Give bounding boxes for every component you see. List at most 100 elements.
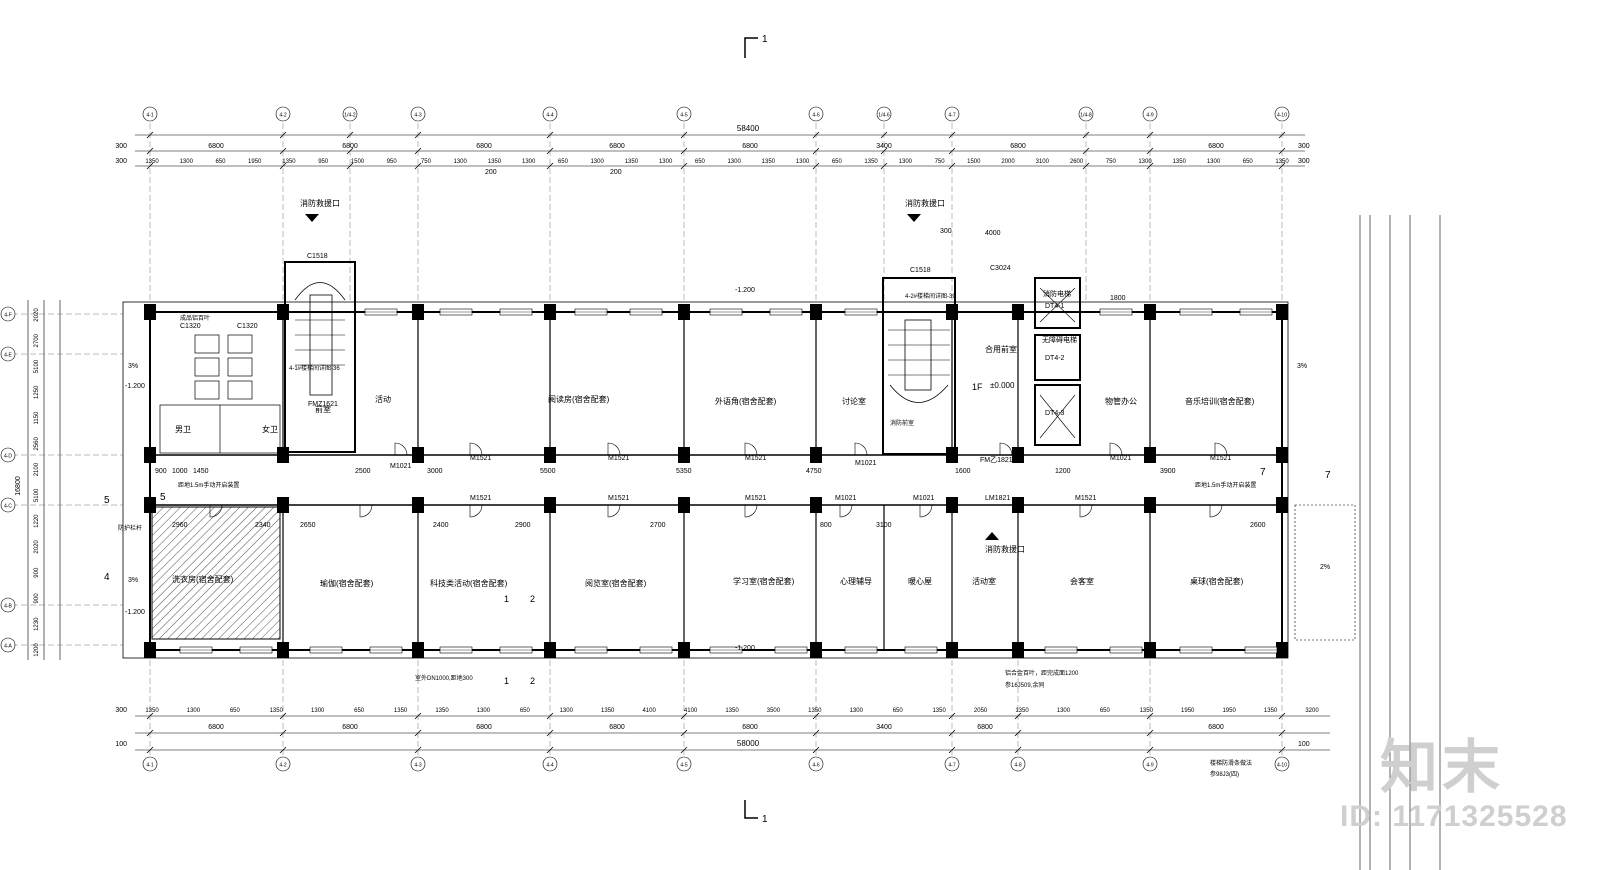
axis-bubble-label: 4-B <box>4 604 12 610</box>
label-fire-rescue-1: 消防救援口 <box>300 198 340 208</box>
label-window-c3024: C3024 <box>990 265 1011 272</box>
axis-bubble-circle <box>1010 756 1026 772</box>
dim-top-span: 6800 <box>476 143 492 150</box>
dim-top-sub: 1300 <box>454 159 468 165</box>
dim-left-row: 5100 <box>34 488 40 502</box>
room-study: 学习室(宿舍配套) <box>733 576 795 586</box>
dim-2700: 2700 <box>650 522 666 529</box>
door-swing <box>839 504 853 518</box>
axis-bubble-left: 4-F <box>0 306 16 322</box>
label-slope-a: 3% <box>128 363 138 370</box>
dim-bottom-sub: 1350 <box>270 708 284 714</box>
axis-bubble-bottom: 4-3 <box>410 756 426 772</box>
room-browse: 阅览室(宿舍配套) <box>585 578 647 588</box>
door-m1021-c: M1021 <box>835 495 857 502</box>
door-fmz1821: FM乙1821 <box>980 456 1013 464</box>
column <box>144 497 156 513</box>
label-fire-rescue-2: 消防救援口 <box>905 198 945 208</box>
dim-top-sub: 1300 <box>180 159 194 165</box>
dim-tick <box>279 162 287 170</box>
dim-tick <box>146 162 154 170</box>
dim-bottom-span: 6800 <box>1208 724 1224 731</box>
label-fire-elevator: 消防电梯 <box>1043 289 1071 298</box>
dim-3100: 3100 <box>876 522 892 529</box>
dim-bottom-sub: 1350 <box>601 708 615 714</box>
axis-bubble-circle <box>0 346 16 362</box>
axis-bubble-label: 4-5 <box>680 763 687 769</box>
dim-left-row: 1250 <box>34 385 40 399</box>
dim-total-bottom: 58000 <box>737 739 760 748</box>
fire-rescue-marker-3 <box>985 532 999 540</box>
room-meeting: 会客室 <box>1070 576 1094 586</box>
axis-bubble-bottom: 4-9 <box>1142 756 1158 772</box>
label-fire-rescue-3: 消防救援口 <box>985 544 1025 554</box>
axis-bubble-circle <box>808 106 824 122</box>
door-swing <box>607 504 621 518</box>
axis-bubble-label: 4-D <box>4 454 12 460</box>
dim-top-sub: 1300 <box>659 159 673 165</box>
label-level-bottom: -1.200 <box>735 645 755 652</box>
axis-bubble-circle <box>944 756 960 772</box>
dim-top-sub: 650 <box>695 159 706 165</box>
door-swing <box>854 442 868 456</box>
door-swing <box>919 504 933 518</box>
dim-left-row: 1230 <box>34 617 40 631</box>
axis-bubble-top: 1/4-8 <box>1078 106 1094 122</box>
column <box>1276 304 1288 320</box>
dim-bottom-sub: 4100 <box>642 708 656 714</box>
axis-bubble-bottom: 4-4 <box>542 756 558 772</box>
door-m1521-b: M1521 <box>608 455 630 462</box>
fire-rescue-marker-2 <box>907 214 921 222</box>
dim-top-sub: 1300 <box>1207 159 1221 165</box>
dim-tick <box>546 162 554 170</box>
axis-bubble-circle <box>0 497 16 513</box>
column <box>144 447 156 463</box>
section-mark-top: 1 <box>762 34 768 45</box>
dim-800: 800 <box>820 522 832 529</box>
dim-tick <box>812 162 820 170</box>
dim-bottom-sub: 1350 <box>1140 708 1154 714</box>
axis-bubble-top: 4-6 <box>808 106 824 122</box>
dim-2500: 2500 <box>355 468 371 475</box>
dim-bottom-sub: 1950 <box>1181 708 1195 714</box>
axis-bubble-circle <box>0 637 16 653</box>
dim-bottom-sub: 1350 <box>394 708 408 714</box>
door-swing <box>1214 442 1228 456</box>
dim-bottom-sub: 1300 <box>1057 708 1071 714</box>
axis-bubble-label: 4-F <box>4 313 12 319</box>
axis-bubble-bottom: 4-2 <box>275 756 291 772</box>
dim-bottom-sub: 1300 <box>311 708 325 714</box>
axis-bubble-circle <box>808 756 824 772</box>
axis-bubble-circle <box>410 756 426 772</box>
door-swing <box>209 504 223 518</box>
dimension-lines-left <box>27 300 61 660</box>
label-slope-2pct: 2% <box>1320 564 1330 571</box>
dim-5350: 5350 <box>676 468 692 475</box>
label-elevator-1: DT4-1 <box>1045 303 1065 310</box>
room-male: 男卫 <box>175 425 191 434</box>
axis-bubble-bottom: 4-6 <box>808 756 824 772</box>
axis-bubble-circle <box>876 106 892 122</box>
dim-left-row: 2560 <box>34 437 40 451</box>
building-outline <box>122 301 1289 659</box>
door-m1021-e: M1021 <box>1110 455 1132 462</box>
door-swing <box>359 504 373 518</box>
dim-left-row: 2020 <box>34 540 40 554</box>
toilet-fixtures <box>159 334 281 454</box>
axis-bubble-label: 4-2 <box>279 763 286 769</box>
axis-bubble-circle <box>0 597 16 613</box>
axis-bubble-label: 4-E <box>4 353 12 359</box>
axis-bubble-label: 4-8 <box>1014 763 1021 769</box>
dim-3900: 3900 <box>1160 468 1176 475</box>
dim-side-bottom-left-2: 100 <box>115 741 127 748</box>
axis-bubble-circle <box>676 756 692 772</box>
axis-bubble-bottom: 4-10 <box>1274 756 1290 772</box>
dim-top-sub: 650 <box>558 159 569 165</box>
dim-side-top-left-2: 300 <box>115 158 127 165</box>
axis-bubble-label: 4-2 <box>279 113 286 119</box>
dim-bottom-span: 6800 <box>476 724 492 731</box>
dimension-ticks <box>146 131 1286 754</box>
